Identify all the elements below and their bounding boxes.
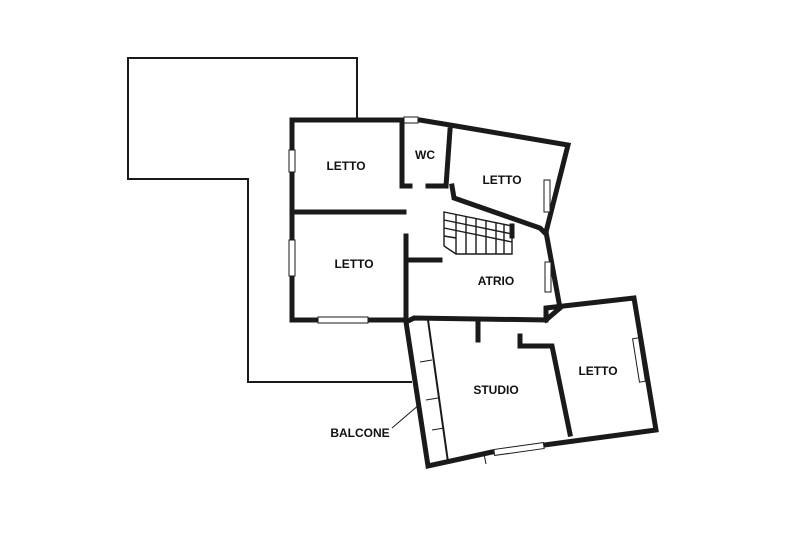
window-left-lower [288, 239, 296, 277]
terrace-outline [127, 57, 412, 383]
balcony-tick-2 [425, 397, 439, 401]
window-top-wc [403, 116, 419, 124]
balcony-tick-3 [431, 427, 445, 431]
window-bottom-letto [317, 316, 369, 324]
room-label-wc: WC [415, 148, 435, 162]
upper-block-outer-wall [289, 117, 572, 324]
lower-block-outer-wall [403, 295, 659, 470]
room-label-atrio: ATRIO [478, 274, 514, 288]
window-right-lower [632, 337, 646, 383]
wall-wc-right [443, 127, 453, 189]
window-left-upper [288, 149, 296, 173]
room-label-letto-mid-left: LETTO [334, 257, 373, 271]
balcone-leader-line [391, 403, 421, 429]
room-label-studio: STUDIO [473, 383, 518, 397]
balcony-tick-1 [419, 359, 433, 363]
wall-letto-right-bottom [449, 183, 548, 236]
window-bottom-studio [493, 441, 545, 457]
room-label-letto-top-right: LETTO [482, 173, 521, 187]
door-mark-bottom [483, 453, 487, 465]
balcony-inner-line [427, 319, 449, 463]
room-label-letto-top-left: LETTO [326, 159, 365, 173]
room-label-letto-bottom-right: LETTO [578, 364, 617, 378]
window-right-letto [543, 179, 551, 213]
annotation-balcone: BALCONE [330, 426, 389, 440]
staircase [443, 211, 513, 255]
wall-studio-letto [517, 333, 573, 437]
window-right-atrio [544, 261, 552, 293]
